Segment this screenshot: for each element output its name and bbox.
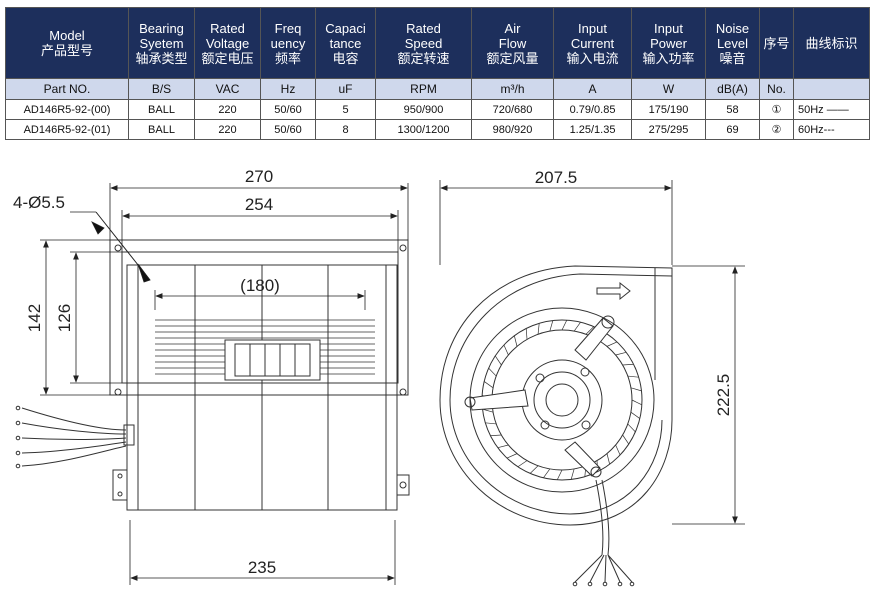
dim-height-outer: 142 [25,304,44,332]
table-cell: 58 [705,99,760,120]
unit-cell: W [631,78,706,100]
table-cell: AD146R5-92-(01) [5,119,129,140]
header-en-label: Level [716,35,749,51]
unit-cell: No. [759,78,794,100]
table-cell: BALL [128,99,195,120]
unit-cell: RPM [375,78,472,100]
header-en-label: Input [578,20,607,36]
dim-base-width: 235 [248,558,276,577]
table-cell: 60Hz--- [793,119,870,140]
table-cell: 50/60 [260,119,316,140]
column-header: 曲线标识 [793,7,870,79]
table-cell: 980/920 [471,119,554,140]
header-cn-label: 额定转速 [397,50,450,66]
unit-cell: uF [315,78,376,100]
header-en-label: Air [504,20,521,36]
unit-cell: Hz [260,78,316,100]
unit-cell: VAC [194,78,261,100]
front-view [15,239,410,511]
header-cn-label: 轴承类型 [135,50,188,66]
header-en-label: Input [654,20,683,36]
column-header: 序号 [759,7,794,79]
unit-cell: dB(A) [705,78,760,100]
dim-side-height: 222.5 [714,374,733,417]
header-cn-label: 输入电流 [566,50,619,66]
table-cell: 220 [194,99,261,120]
header-cn-label: 曲线标识 [805,35,858,51]
dim-hole-spacing: (180) [240,276,280,295]
header-cn-label: 产品型号 [40,43,93,58]
dim-holes: 4-Ø5.5 [13,193,65,212]
header-en-label: tance [329,35,362,51]
header-en-label: Current [570,35,615,51]
header-en-label: Capaci [325,20,366,36]
header-en-label: Voltage [205,35,250,51]
header-en-label: Rated [406,20,441,36]
table-cell: 69 [705,119,760,140]
table-cell: ② [759,119,794,140]
dim-flange-width: 254 [245,195,273,214]
header-en-label: Flow [498,35,527,51]
header-cn-label: 序号 [763,35,790,51]
header-en-label: uency [270,35,306,51]
header-cn-label: 额定电压 [201,50,254,66]
unit-cell [793,78,870,100]
header-en-label: Noise [715,20,750,36]
header-en-label: Speed [404,35,443,51]
side-dimensions [439,180,745,525]
header-en-label: Freq [274,20,302,36]
header-en-label: Syetem [139,35,184,51]
header-en-label: Bearing [139,20,184,36]
dim-height-inner: 126 [55,304,74,332]
table-cell: BALL [128,119,195,140]
header-cn-label: 输入功率 [642,50,695,66]
table-cell: 275/295 [631,119,706,140]
header-cn-label: 噪音 [719,50,746,66]
table-cell: 175/190 [631,99,706,120]
dim-overall-width: 270 [245,167,273,186]
table-cell: 950/900 [375,99,472,120]
table-cell: 1300/1200 [375,119,472,140]
header-cn-label: 电容 [332,50,359,66]
header-en-label: Rated [210,20,245,36]
table-cell: ① [759,99,794,120]
table-cell: 0.79/0.85 [553,99,632,120]
front-dimensions [40,183,409,585]
dim-side-depth: 207.5 [535,168,578,187]
table-cell: 5 [315,99,376,120]
header-en-label: Model [49,28,85,43]
header-cn-label: 额定风量 [486,50,539,66]
header-cn-label: 频率 [274,50,301,66]
header-en-label: Power [650,35,687,51]
table-cell: 1.25/1.35 [553,119,632,140]
side-view [439,265,673,587]
